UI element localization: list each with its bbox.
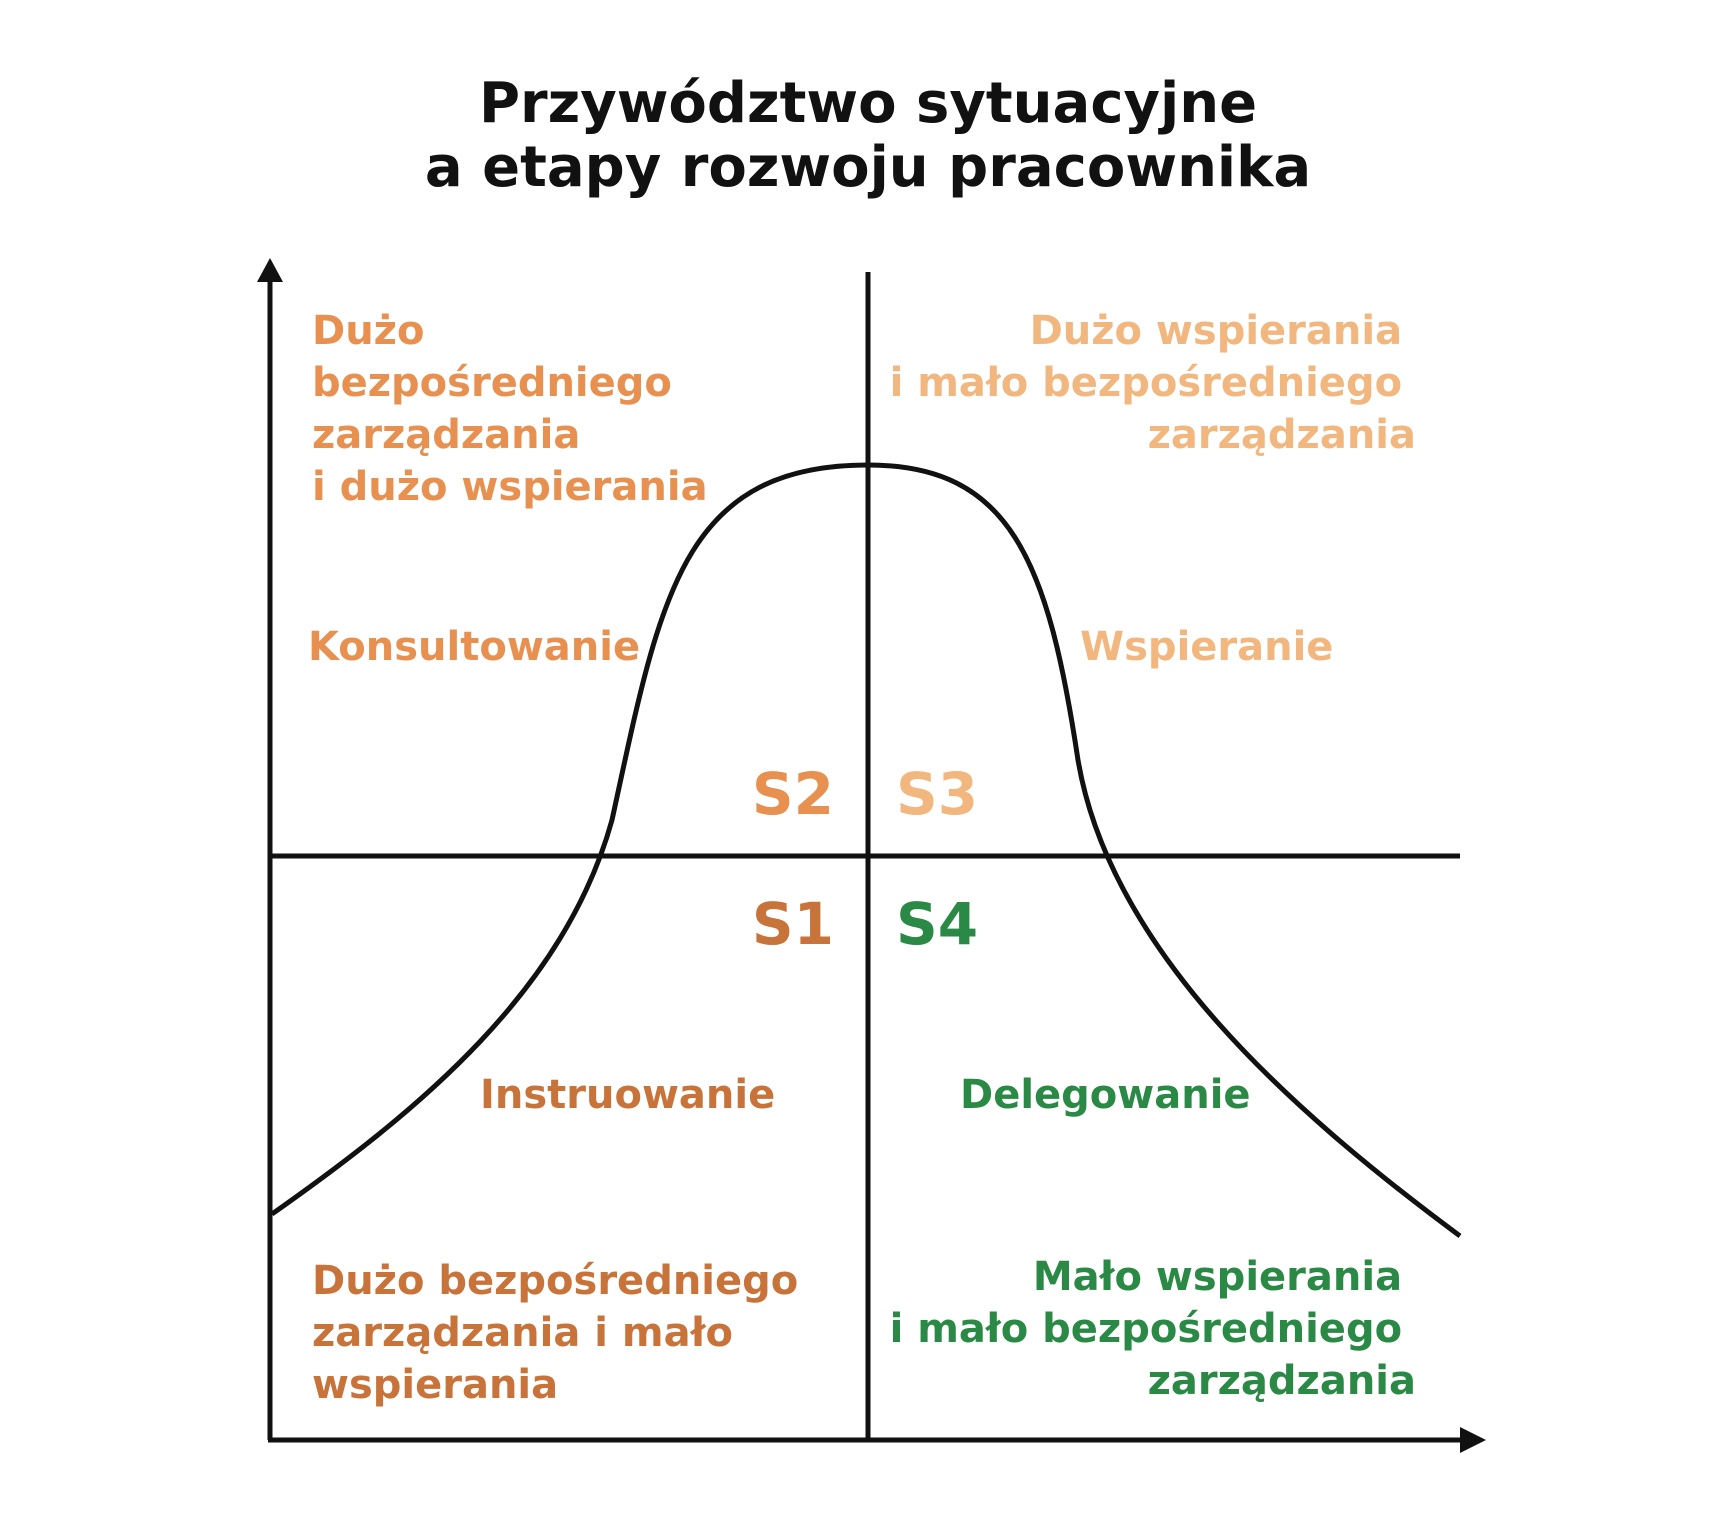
s1-description-line: zarządzania i mało — [312, 1310, 733, 1356]
s3-style-label: Wspieranie — [1080, 624, 1333, 670]
s1-stage-label: S1 — [752, 890, 834, 958]
s4-description-line: i mało bezpośredniego — [890, 1306, 1402, 1352]
s2-stage-label: S2 — [752, 760, 834, 828]
s3-description-line: Dużo wspierania — [1030, 308, 1403, 354]
s1-description-line: Dużo bezpośredniego — [312, 1258, 798, 1304]
s3-description-line: zarządzania — [1148, 412, 1416, 458]
development-curve — [270, 462, 1462, 1239]
s2-description-line: bezpośredniego — [312, 360, 672, 406]
s1-description: Dużo bezpośredniego zarządzania i mało w… — [312, 1258, 812, 1408]
s3-stage-label: S3 — [896, 760, 978, 828]
s3-description-line: i mało bezpośredniego — [890, 360, 1402, 406]
s4-description-line: Mało wspierania — [1033, 1254, 1402, 1300]
s4-description: Mało wspierania i mało bezpośredniego za… — [890, 1254, 1416, 1404]
s1-description-line: wspierania — [312, 1362, 558, 1408]
s2-description-line: Dużo — [312, 308, 424, 354]
s3-description: Dużo wspierania i mało bezpośredniego za… — [890, 308, 1416, 458]
title-line-2: a etapy rozwoju pracownika — [425, 135, 1311, 200]
s1-style-label: Instruowanie — [480, 1072, 775, 1118]
s4-stage-label: S4 — [896, 890, 978, 958]
s2-description: Dużo bezpośredniego zarządzania i dużo w… — [312, 308, 708, 510]
s2-description-line: zarządzania — [312, 412, 580, 458]
s4-description-line: zarządzania — [1148, 1358, 1416, 1404]
s4-style-label: Delegowanie — [960, 1072, 1251, 1118]
y-axis-arrow-icon — [257, 258, 283, 282]
x-axis-arrow-icon — [1460, 1427, 1486, 1453]
s2-style-label: Konsultowanie — [308, 624, 640, 670]
title-line-1: Przywództwo sytuacyjne — [479, 71, 1257, 136]
s2-description-line: i dużo wspierania — [312, 464, 708, 510]
